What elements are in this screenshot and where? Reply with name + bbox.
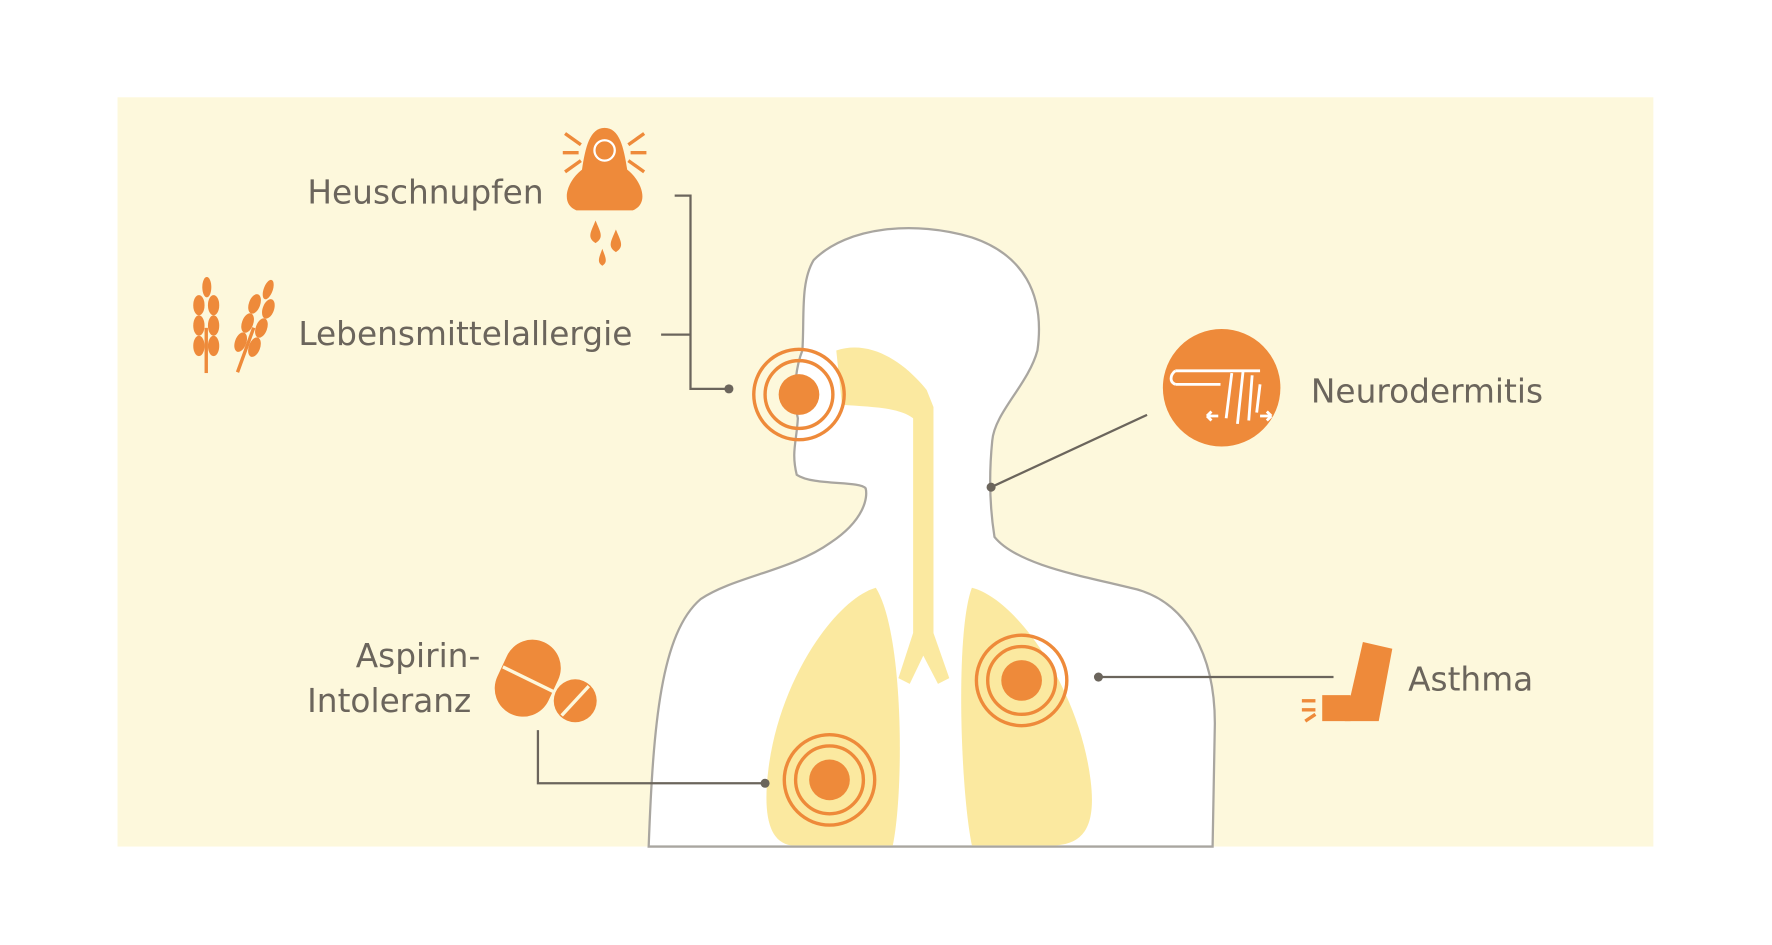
right-lung: [961, 587, 1092, 846]
scratching-hand-icon: [1162, 328, 1281, 447]
pills-icon: [494, 639, 597, 723]
label-lebensmittelallergie: Lebensmittelallergie: [298, 315, 632, 353]
connector-dots: [724, 384, 1103, 788]
bronchi: [898, 632, 950, 684]
connector-lines: [536, 194, 1334, 785]
wheat-icon: [193, 276, 275, 374]
nasal-airway: [836, 347, 934, 633]
label-neurodermitis: Neurodermitis: [1311, 372, 1543, 410]
label-aspirin-line1: Aspirin-: [356, 637, 481, 675]
inhaler-icon: [1301, 642, 1393, 723]
label-asthma: Asthma: [1408, 661, 1533, 699]
label-heuschnupfen: Heuschnupfen: [307, 174, 543, 212]
label-aspirin-line2: Intoleranz: [307, 682, 471, 720]
nose-sneeze-icon: [562, 127, 647, 266]
target-rings-icon: [752, 347, 1069, 827]
left-lung: [766, 587, 900, 846]
